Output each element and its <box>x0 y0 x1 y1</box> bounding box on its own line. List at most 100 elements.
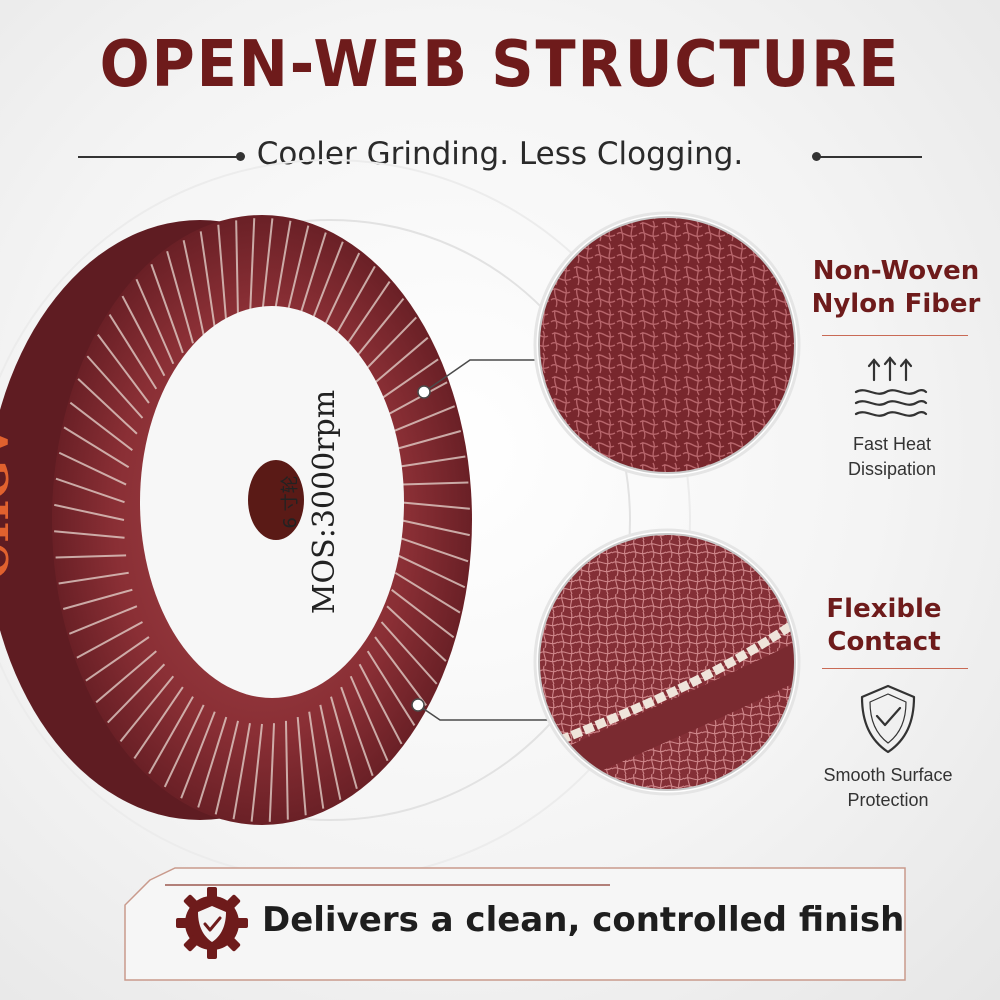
wheel-flap-line <box>399 501 470 510</box>
wheel-flap-line <box>250 723 263 822</box>
wheel-flap-line <box>399 519 470 537</box>
wheel-flap-line <box>391 430 462 452</box>
feature-label-line2: Protection <box>847 790 929 810</box>
wheel-flap-line <box>58 451 127 486</box>
wheel-flap-line <box>54 503 125 521</box>
wheel-flap-line <box>358 663 403 745</box>
wheel-flap-line <box>261 218 274 317</box>
wheel-flap-line <box>374 636 428 706</box>
callout-line-top <box>423 359 540 393</box>
wheel-flap-line <box>399 536 469 563</box>
wheel-flap-line <box>296 232 327 324</box>
wheel-flap-line <box>235 220 240 320</box>
fiber-closeup-top <box>539 217 795 473</box>
wheel-flap-line <box>308 711 325 809</box>
wheel-flap-line <box>394 571 461 614</box>
feature-label-heat: Fast Heat Dissipation <box>810 432 974 482</box>
wheel-flap-line <box>366 650 416 726</box>
heat-waves-icon <box>854 356 928 417</box>
wheel-flap-line <box>232 723 251 820</box>
wheel-flap-line <box>340 686 374 777</box>
right-rule <box>818 156 922 158</box>
feature-label-line2: Dissipation <box>847 459 937 479</box>
wheel-rating-label: MOS:3000rpm <box>307 390 342 614</box>
wheel-flap-line <box>308 241 344 329</box>
wheel-flap-line <box>96 334 150 404</box>
wheel-flap-line <box>217 224 228 324</box>
wheel-flap-line <box>319 704 342 800</box>
wheel-flap-line <box>68 605 138 635</box>
wheel-flap-line <box>349 675 389 762</box>
wheel-flap-line <box>284 720 289 820</box>
wheel-flap-line <box>148 696 194 775</box>
callout-line-bottom <box>417 704 548 721</box>
feature-title-line2: Nylon Fiber <box>811 289 981 319</box>
wheel-flap-line <box>391 588 455 639</box>
wheel-flap-line <box>182 240 205 336</box>
gear-shield-check-icon <box>176 887 248 959</box>
wheel-flap-line <box>199 231 216 329</box>
wheel-flap-line <box>386 405 456 435</box>
feature-label-smooth: Smooth Surface Protection <box>806 763 970 813</box>
callout-dot-bottom <box>411 698 425 712</box>
fiber-closeup-bottom <box>539 534 795 790</box>
feature-title-line2: Contact <box>827 627 941 657</box>
wheel-flap-line <box>62 588 133 610</box>
wheel-flap-line <box>273 220 292 317</box>
wheel-flap-line <box>367 336 429 390</box>
wheel-flap-line <box>214 720 240 815</box>
headline: OPEN-WEB STRUCTURE <box>99 28 901 102</box>
feature-title-flexible: Flexible Contact <box>800 593 968 659</box>
wheel-flap-line <box>180 711 216 799</box>
wheel-flap-line <box>248 218 256 317</box>
wheel-small-label: 6 寸轮 <box>280 475 301 528</box>
feature-label-line1: Fast Heat <box>852 434 932 454</box>
wheel-flap-line <box>386 605 447 662</box>
wheel-flap-line <box>85 636 150 682</box>
wheel-flap-line <box>69 401 133 452</box>
wheel-flap-line <box>284 225 310 320</box>
wheel-flap-line <box>358 316 417 377</box>
feature-label-line1: Smooth Surface <box>823 765 953 785</box>
wheel-flap-line <box>381 381 448 419</box>
left-rule <box>78 156 238 158</box>
wheel-flap-line <box>95 650 157 704</box>
feature-title-line1: Non-Woven <box>812 256 980 286</box>
wheel-flap-line <box>395 455 466 469</box>
wheel-flap-line <box>119 675 175 742</box>
wheel-flap-line <box>58 571 129 585</box>
banner-text: Delivers a clean, controlled finish <box>262 900 905 940</box>
feature-divider-2 <box>822 668 968 669</box>
wheel-flap-line <box>197 716 228 808</box>
wheel-flap-line <box>330 696 358 790</box>
banner-frame <box>124 867 906 981</box>
wheel-flap-line <box>330 265 376 344</box>
subheadline-row: Cooler Grinding. Less Clogging. <box>0 136 1000 180</box>
feature-title-line1: Flexible <box>826 594 942 624</box>
subheadline: Cooler Grinding. Less Clogging. <box>256 136 744 172</box>
wheel-flap-line <box>397 554 466 589</box>
wheel-flap-line <box>63 426 130 469</box>
shield-check-icon <box>860 684 916 754</box>
wheel-flap-line <box>55 554 127 559</box>
wheel-flap-line <box>319 252 361 336</box>
wheel-flap-line <box>340 281 391 354</box>
wheel-flap-line <box>397 481 469 486</box>
wheel-flap-line <box>76 621 143 659</box>
wheel-flap-line <box>296 716 307 816</box>
wheel-flap-line <box>55 477 125 504</box>
wheel-flap-line <box>268 723 276 822</box>
wheel-flap-line <box>135 278 175 365</box>
feature-divider-1 <box>822 335 968 336</box>
wheel-brand-label: CHGV <box>0 423 19 579</box>
wheel-flap-line <box>54 530 125 539</box>
wheel-flap-line <box>374 358 439 404</box>
wheel-flap-line <box>166 250 194 344</box>
wheel-flap-line <box>107 663 166 724</box>
wheel-flap-line <box>86 355 144 419</box>
wheel-flap-line <box>77 378 138 435</box>
wheel-flaps <box>54 218 470 822</box>
wheel-arbor-hole <box>248 460 304 540</box>
wheel-flap-line <box>380 621 438 685</box>
